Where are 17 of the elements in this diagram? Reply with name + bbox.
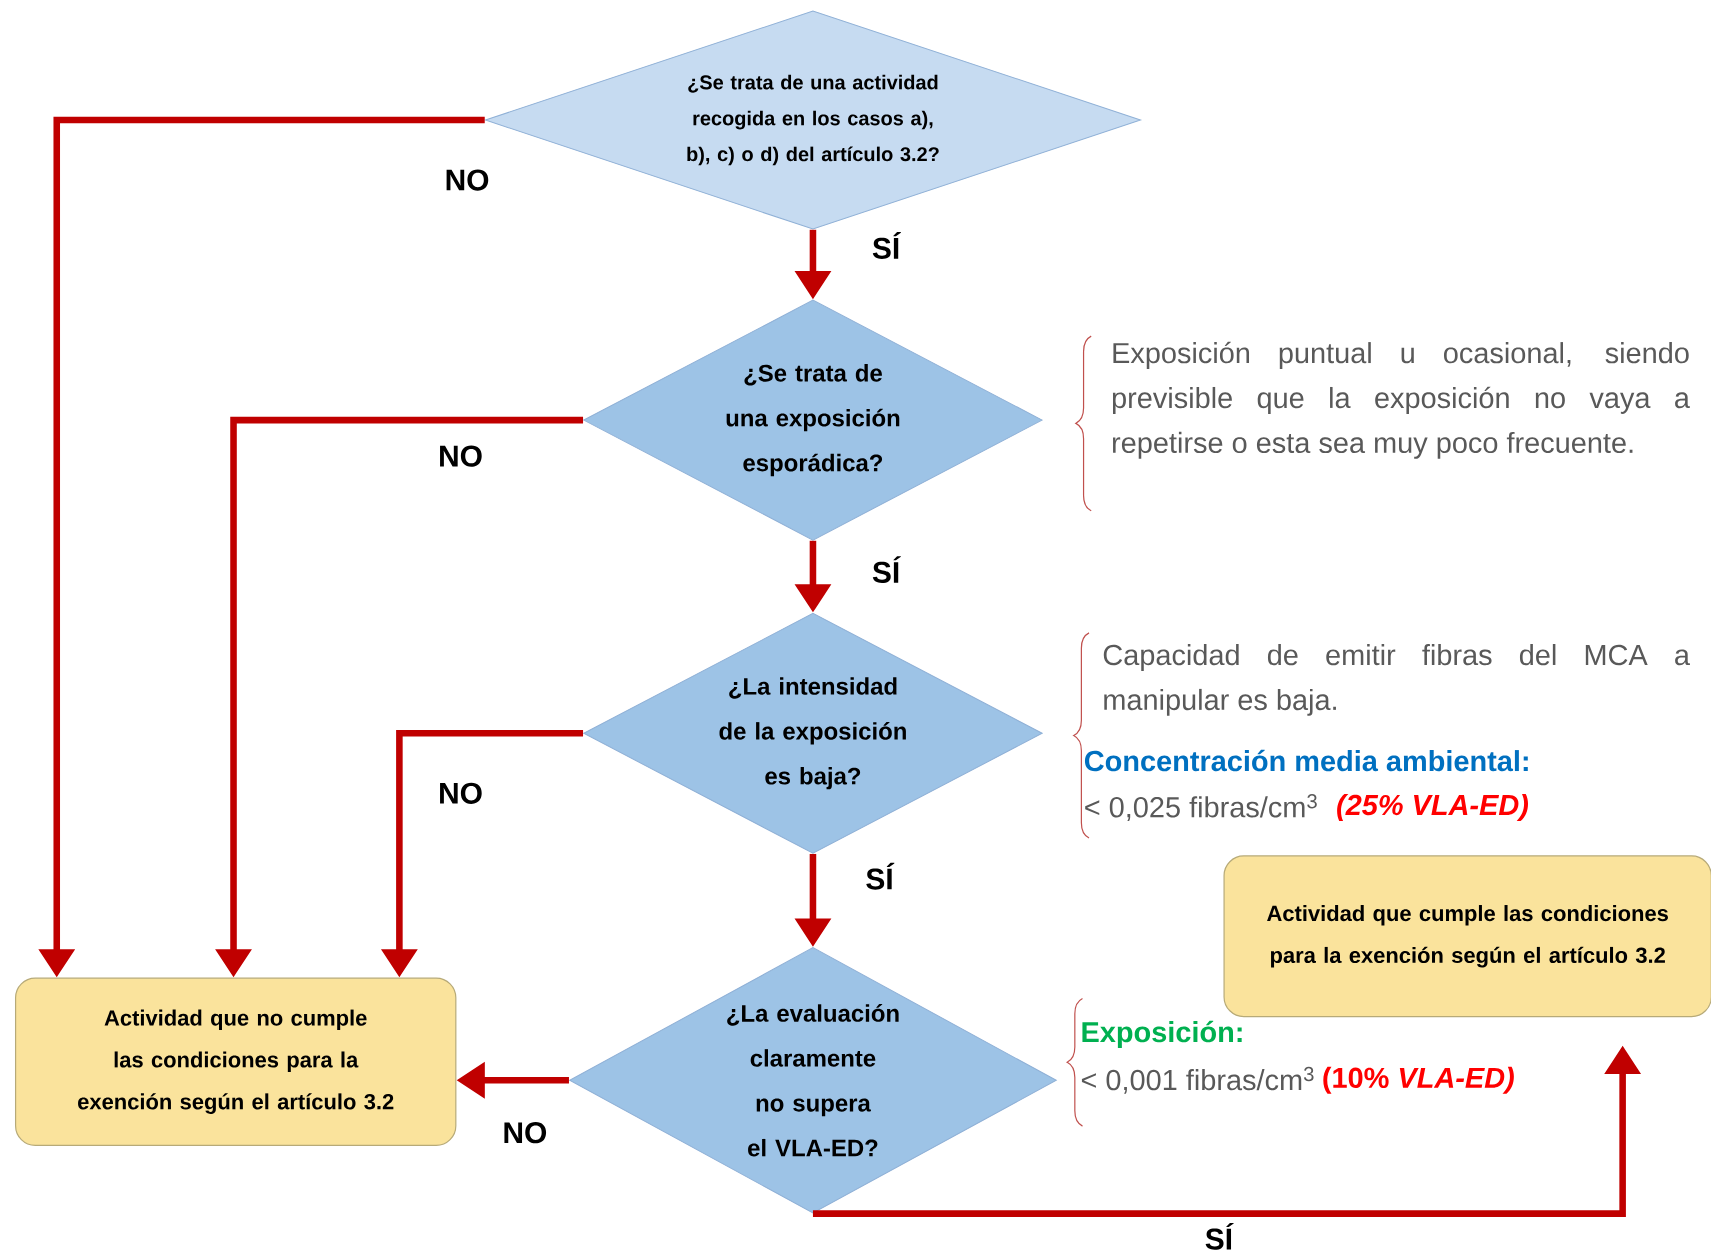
edge-label: NO: [501, 1121, 549, 1145]
percentage-text: (10% VLA-ED): [1323, 1066, 1514, 1094]
outcome-box: Actividad que no cumple las condiciones para la exención según el artículo 3.2: [15, 977, 457, 1146]
note-text: Exposición puntual u ocasional, siendo previsible que la exposición no vaya a repetirse o esta sea muy poco frecuente.: [1112, 341, 1690, 459]
edge-label: NO: [437, 444, 484, 468]
edge-label: SÍ: [870, 555, 902, 585]
value-text: < 0,025 fibras/cm$^{3}$: [1085, 794, 1317, 822]
edge-label: SÍ: [864, 861, 895, 891]
percentage-text: (25% VLA-ED): [1337, 794, 1528, 822]
heading-text: Exposición:: [1082, 1020, 1242, 1049]
value-text: < 0,001 fibras/cm$^{3}$: [1081, 1067, 1314, 1094]
heading-text: Concentración media ambiental:: [1084, 749, 1528, 772]
edge-label: SÍ: [1203, 1222, 1234, 1251]
note-text: Capacidad de emitir fibras del MCA a manipular es baja.: [1103, 644, 1690, 716]
edge-label: NO: [437, 781, 484, 805]
edge-label: SÍ: [870, 231, 902, 261]
outcome-box: Actividad que cumple las condiciones para la exención según el artículo 3.2: [1223, 855, 1711, 1018]
